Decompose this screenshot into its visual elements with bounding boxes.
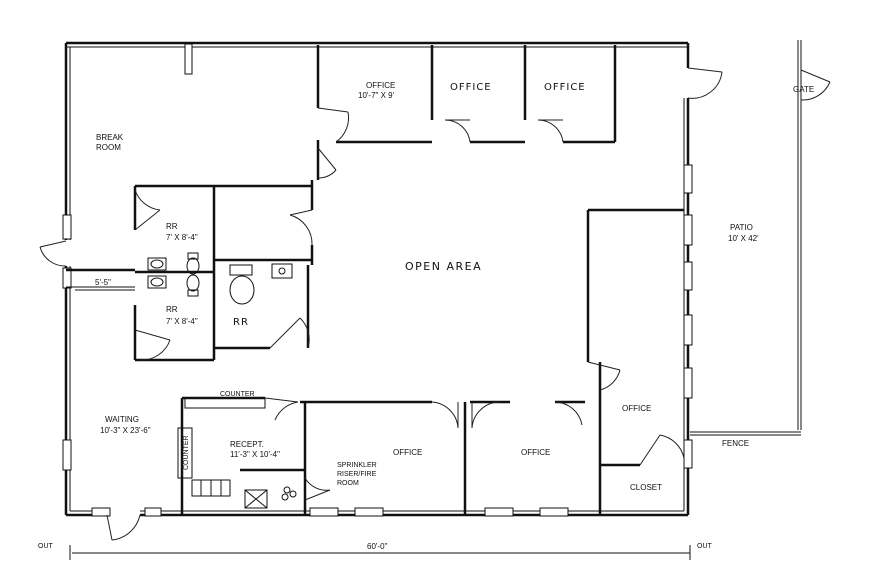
office-top-label: OFFICE [366, 81, 395, 90]
fixtures [147, 252, 297, 509]
toilet-icon [187, 252, 199, 260]
patio-label: PATIO [730, 223, 753, 232]
counter-top [184, 397, 266, 409]
corridor-dimension: 5'-5" [95, 278, 111, 287]
recept-size: 11'-3" X 10'-4" [230, 450, 280, 459]
rr-hand-label: RR [233, 317, 249, 328]
bottom-windows [91, 507, 569, 517]
patio-size: 10' X 42' [728, 234, 759, 243]
top-window [184, 43, 193, 75]
break-room-label-2: ROOM [96, 143, 121, 152]
sprinkler-label-2: RISER/FIRE [337, 471, 377, 478]
sink-icon [147, 275, 167, 289]
waiting-label: WAITING [105, 415, 139, 424]
sprinkler-label-3: ROOM [337, 480, 359, 487]
room-labels: BREAK ROOM OFFICE 10'-7" X 9' OFFICE OFF… [38, 81, 814, 551]
counter-side [177, 427, 193, 479]
rr-upper-size: 7' X 8'-4" [166, 233, 198, 242]
rr-lower-size: 7' X 8'-4" [166, 317, 198, 326]
interior-walls [66, 45, 684, 515]
rr-lower-label: RR [166, 305, 178, 314]
patio-fence [690, 40, 831, 436]
out-left-marker: OUT [38, 543, 54, 550]
counter-side-label: COUNTER [183, 435, 190, 470]
sink-icon [271, 263, 293, 279]
toilet-icon [229, 264, 253, 276]
exterior-doors [39, 67, 723, 541]
waiting-size: 10'-3" X 23'-6" [100, 426, 151, 435]
left-windows [62, 214, 72, 471]
sink-icon [147, 257, 167, 271]
rr-upper-label: RR [166, 222, 178, 231]
open-area-label: OPEN AREA [405, 260, 482, 273]
recept-label: RECEPT. [230, 440, 264, 449]
counter-top-label: COUNTER [220, 391, 255, 398]
right-windows [683, 164, 693, 469]
toilet-icon [187, 289, 199, 297]
exterior-walls [64, 41, 690, 517]
office-top-size: 10'-7" X 9' [358, 91, 395, 100]
interior-doors [134, 107, 685, 501]
office-bottom-label-1: OFFICE [393, 448, 422, 457]
fence-label: FENCE [722, 439, 749, 448]
dimension-lines [68, 286, 691, 560]
office-hand-label-1: OFFICE [450, 82, 492, 93]
out-right-marker: OUT [697, 543, 713, 550]
office-hand-label-2: OFFICE [544, 82, 586, 93]
office-bottom-label-2: OFFICE [521, 448, 550, 457]
office-right-label: OFFICE [622, 404, 651, 413]
closet-label: CLOSET [630, 483, 662, 492]
sprinkler-label-1: SPRINKLER [337, 462, 377, 469]
break-room-label: BREAK [96, 133, 124, 142]
gate-label: GATE [793, 85, 814, 94]
overall-dimension: 60'-0" [367, 542, 388, 551]
